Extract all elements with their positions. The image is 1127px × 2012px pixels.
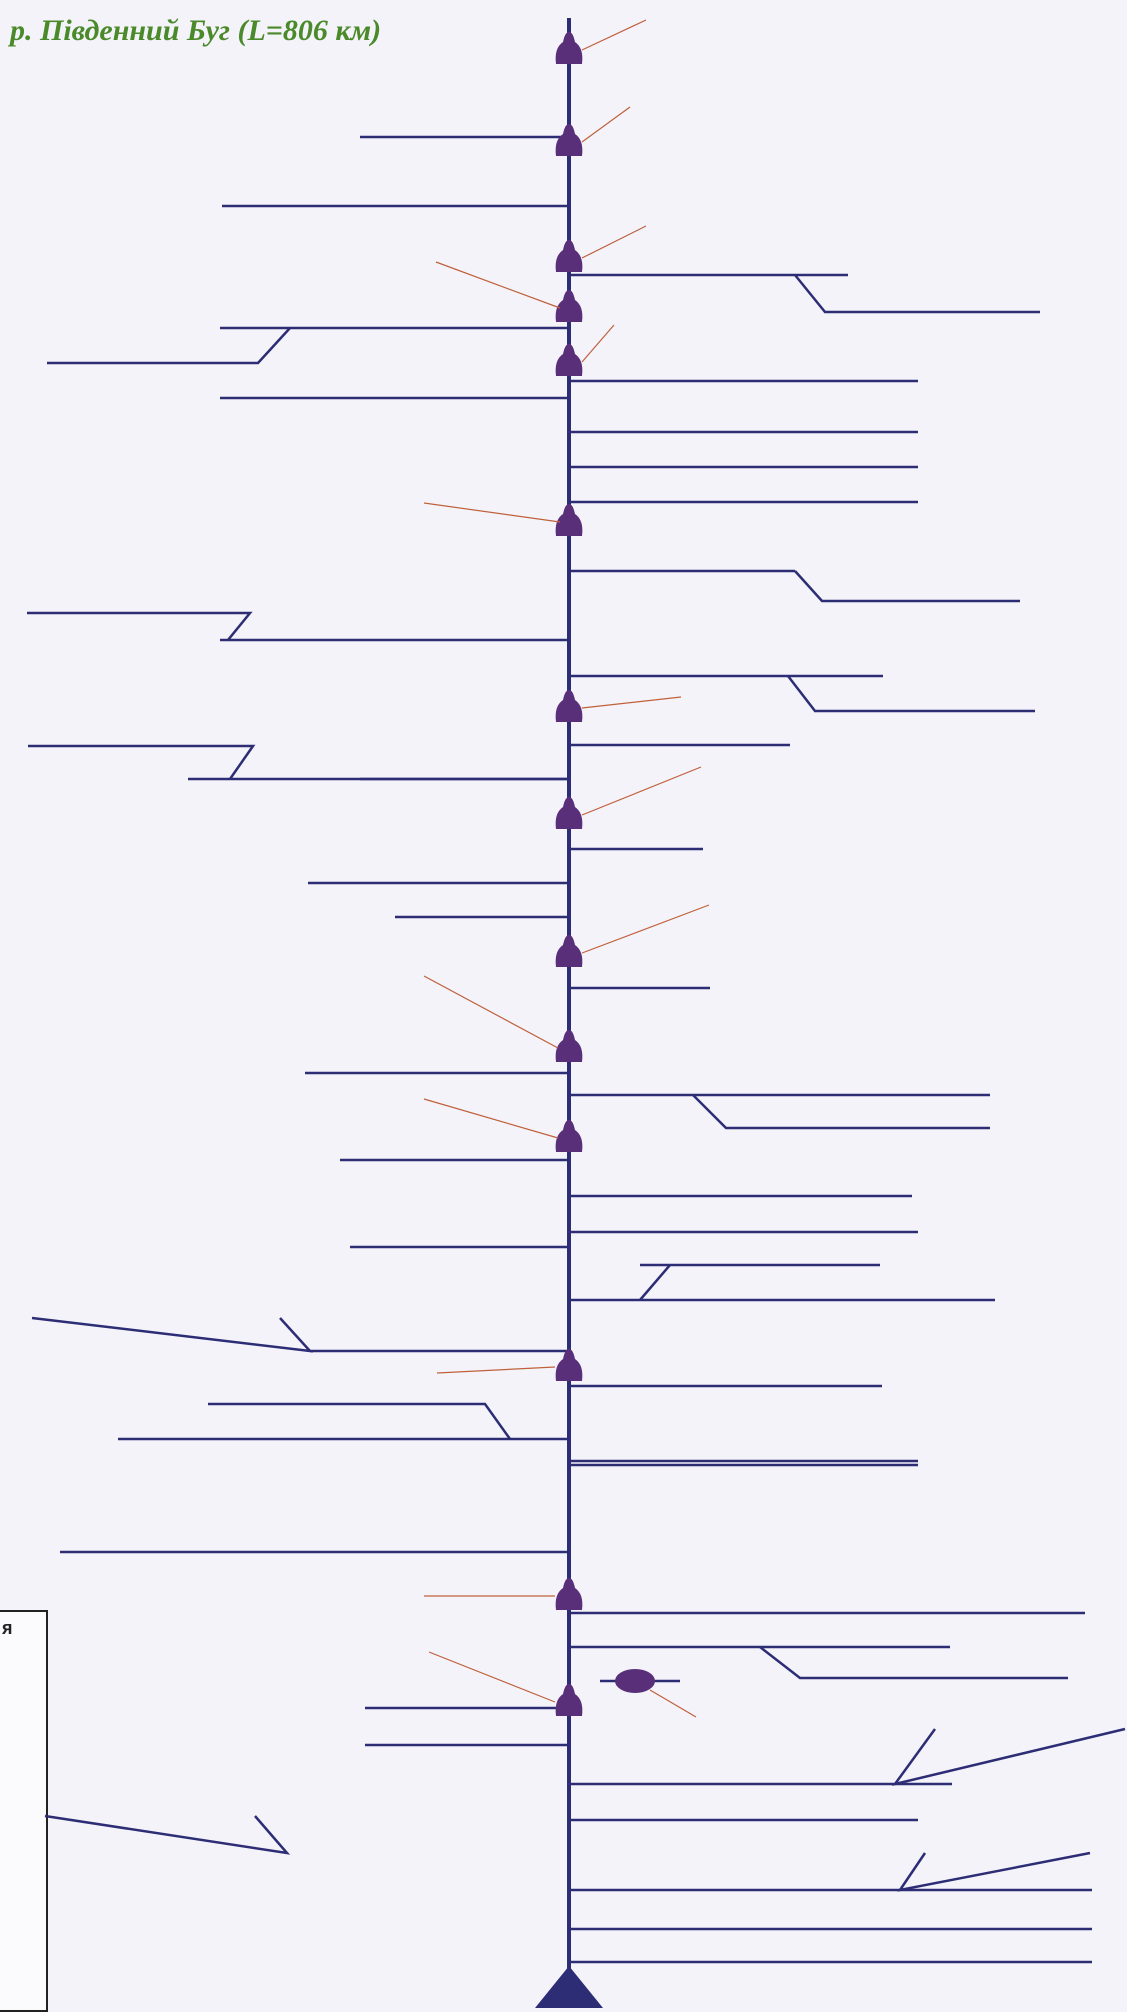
reservoir-shape	[555, 1120, 583, 1152]
reservoir-leader	[581, 106, 631, 143]
reservoir-icon-12	[555, 1349, 583, 1381]
reservoir-icon-14	[555, 1684, 583, 1716]
branch-hnyla	[794, 274, 1040, 314]
reservoir-icon-tashlytske	[615, 1669, 655, 1693]
branch-harbuzynka	[891, 1727, 1126, 1787]
reservoir-shape	[555, 1349, 583, 1381]
reservoir-shape	[555, 240, 583, 272]
reservoir-shape	[555, 32, 583, 64]
reservoir-leader	[649, 1689, 697, 1718]
reservoir-leader	[428, 1651, 556, 1703]
reservoir-leader	[423, 502, 561, 523]
branch-solona	[897, 1851, 1091, 1892]
page-title: р. Південний Буг (L=806 км)	[10, 14, 382, 47]
branch-mala-korabelna	[759, 1646, 1068, 1680]
reservoir-leader	[435, 261, 561, 309]
reservoir-leader	[423, 975, 559, 1049]
branch-zharok	[27, 611, 253, 641]
river-mouth-marker	[535, 1966, 603, 2008]
reservoir-icon-5	[555, 344, 583, 376]
reservoir-leader	[581, 696, 682, 709]
reservoir-shape	[555, 1684, 583, 1716]
branch-vovchok	[47, 327, 291, 365]
side-box-text: я	[2, 1618, 13, 1638]
side-box: я	[0, 1610, 48, 2012]
reservoir-icon-3	[555, 240, 583, 272]
reservoir-leader	[436, 1366, 556, 1374]
reservoir-icon-2	[555, 124, 583, 156]
reservoir-leader	[581, 324, 615, 363]
reservoir-shape	[555, 1030, 583, 1062]
reservoir-leader	[581, 766, 702, 816]
reservoir-leader	[581, 19, 647, 51]
reservoir-shape	[555, 344, 583, 376]
reservoir-icon-1	[555, 32, 583, 64]
branch-kiblych	[692, 1094, 990, 1130]
branch-berladynka	[31, 1316, 314, 1353]
reservoir-leader	[581, 904, 710, 954]
reservoir-icon-13	[555, 1578, 583, 1610]
reservoir-icon-10	[555, 1030, 583, 1062]
reservoir-icon-11	[555, 1120, 583, 1152]
reservoir-shape	[555, 1578, 583, 1610]
reservoir-shape	[555, 124, 583, 156]
branch-yalanets	[208, 1402, 512, 1440]
reservoir-leader	[581, 225, 647, 259]
reservoir-icon-7	[555, 690, 583, 722]
branch-dumka	[28, 744, 256, 780]
branch-vilshanka	[787, 675, 1035, 713]
reservoir-icon-4	[555, 290, 583, 322]
reservoir-shape	[555, 797, 583, 829]
reservoir-shape	[555, 935, 583, 967]
reservoir-shape	[555, 504, 583, 536]
reservoir-leader	[423, 1098, 559, 1139]
reservoir-shape	[555, 690, 583, 722]
branch-udych	[639, 1264, 671, 1301]
branch-vytkhla	[794, 570, 1020, 603]
reservoir-icon-8	[555, 797, 583, 829]
reservoir-icon-9	[555, 935, 583, 967]
branch-stovbova	[44, 1814, 291, 1855]
reservoir-icon-6	[555, 504, 583, 536]
reservoir-shape	[555, 290, 583, 322]
